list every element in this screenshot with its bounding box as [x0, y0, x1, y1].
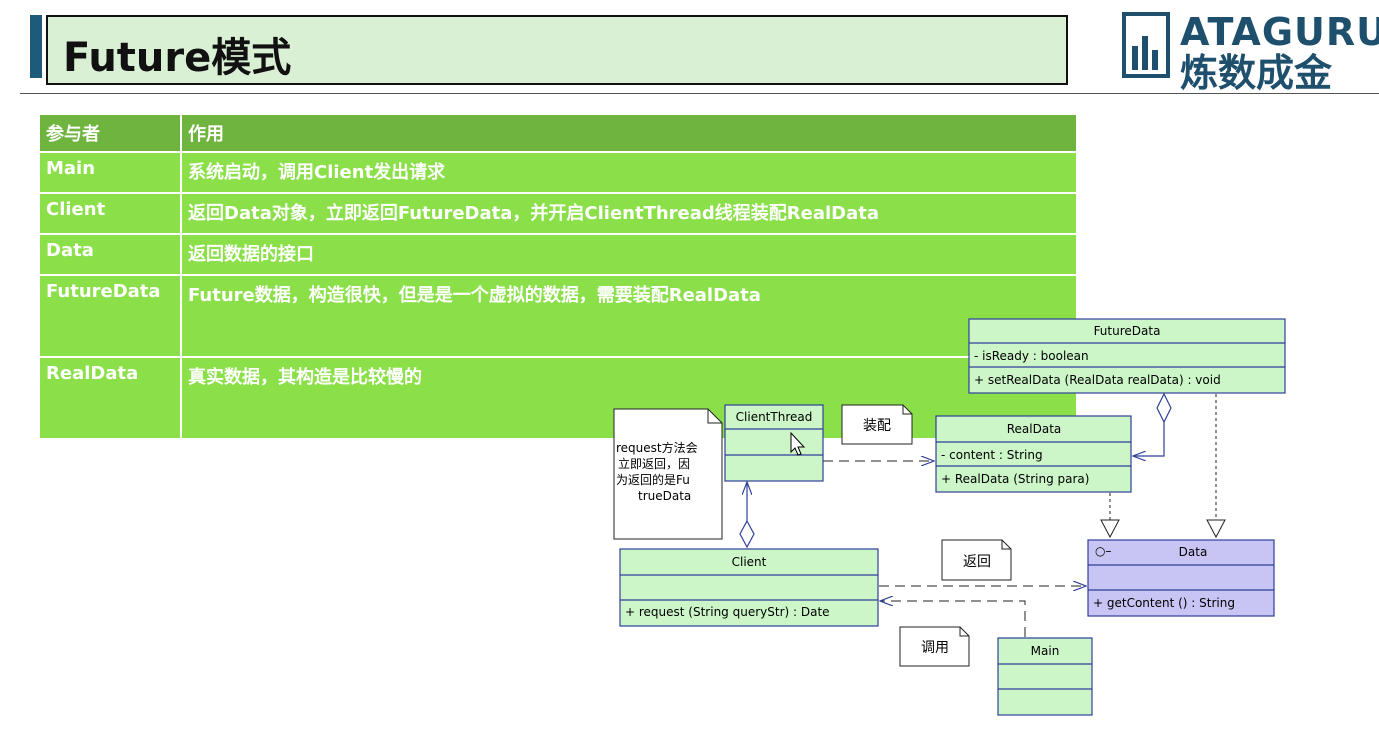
class-name: Main — [1031, 644, 1060, 658]
aggregation-client-clientthread — [739, 482, 755, 549]
interface-data: ○– Data + getContent () : String — [1087, 539, 1275, 617]
class-operation: + setRealData (RealData realData) : void — [974, 373, 1221, 387]
call-note-text: 调用 — [921, 640, 949, 656]
title-banner: Future模式 — [46, 15, 1068, 85]
table-cell-participant: Client — [38, 192, 182, 235]
logo-bar-icon — [1122, 12, 1170, 78]
assemble-note: 装配 — [841, 404, 913, 445]
table-cell-role: 返回Data对象，立即返回FutureData，并开启ClientThread线… — [180, 192, 1078, 235]
slide-title: Future模式 — [63, 35, 292, 81]
class-name: FutureData — [1094, 324, 1161, 338]
class-operation: + request (String queryStr) : Date — [625, 605, 830, 619]
table-cell-participant: FutureData — [38, 274, 182, 358]
table-header-cell: 参与者 — [38, 113, 182, 153]
class-name: ClientThread — [736, 410, 813, 424]
call-note: 调用 — [899, 626, 970, 667]
class-name: RealData — [1007, 422, 1062, 436]
table-cell-participant: RealData — [38, 356, 182, 440]
dependency-main-client — [880, 601, 1026, 637]
table-cell-participant: Main — [38, 151, 182, 194]
table-row: Client 返回Data对象，立即返回FutureData，并开启Client… — [38, 192, 1078, 235]
return-note: 返回 — [941, 539, 1012, 581]
return-note-text: 返回 — [963, 554, 991, 570]
class-futuredata: FutureData - isReady : boolean + setReal… — [968, 318, 1286, 394]
class-operation: + getContent () : String — [1093, 596, 1235, 610]
class-operation: + RealData (String para) — [941, 472, 1089, 486]
request-note-line: request方法会 — [616, 440, 698, 455]
logo-text-en: ATAGURU — [1180, 10, 1379, 54]
request-note-line: 为返回的是Fu — [616, 472, 690, 487]
class-clientthread: ClientThread — [724, 404, 824, 482]
table-cell-role: Future数据，构造很快，但是是一个虚拟的数据，需要装配RealData — [180, 274, 1078, 358]
logo-text-cn: 炼数成金 — [1180, 51, 1333, 95]
realization-realdata-data — [1100, 493, 1120, 539]
class-name: Data — [1179, 545, 1208, 559]
request-note: request方法会 立即返回，因 为返回的是Fu trueData — [613, 408, 723, 540]
table-cell-participant: Data — [38, 233, 182, 276]
title-divider — [20, 93, 1379, 94]
request-note-line: trueData — [638, 489, 691, 503]
table-row: FutureData Future数据，构造很快，但是是一个虚拟的数据，需要装配… — [38, 274, 1078, 358]
assemble-note-text: 装配 — [863, 418, 891, 434]
interface-marker-icon: ○– — [1095, 544, 1111, 558]
table-header-cell: 作用 — [180, 113, 1078, 153]
table-cell-role: 系统启动，调用Client发出请求 — [180, 151, 1078, 194]
table-header-row: 参与者 作用 — [38, 113, 1078, 153]
title-accent-bar — [30, 15, 42, 78]
table-row: Main 系统启动，调用Client发出请求 — [38, 151, 1078, 194]
class-client: Client + request (String queryStr) : Dat… — [619, 548, 879, 627]
participants-table: 参与者 作用 Main 系统启动，调用Client发出请求 Client 返回D… — [38, 113, 1078, 440]
table-cell-role: 返回数据的接口 — [180, 233, 1078, 276]
request-note-line: 立即返回，因 — [618, 456, 690, 471]
class-main: Main — [997, 637, 1093, 716]
ataguru-logo: ATAGURU 炼数成金 — [1122, 10, 1379, 95]
realization-futuredata-data — [1206, 394, 1226, 539]
class-attribute: - isReady : boolean — [974, 349, 1089, 363]
table-row: Data 返回数据的接口 — [38, 233, 1078, 276]
aggregation-futuredata-realdata — [1133, 392, 1172, 456]
class-name: Client — [732, 555, 767, 569]
mouse-cursor-icon — [790, 431, 806, 456]
class-realdata: RealData - content : String + RealData (… — [935, 415, 1132, 493]
class-attribute: - content : String — [941, 448, 1043, 462]
